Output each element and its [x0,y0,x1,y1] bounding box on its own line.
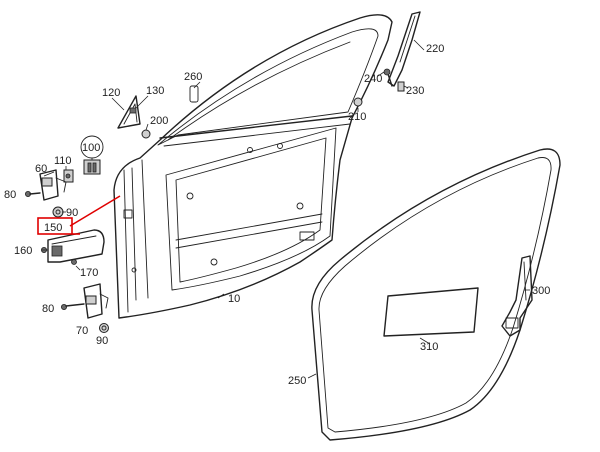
highlight-box [37,217,73,235]
bolt-part-80-lower [61,303,85,310]
label-240: 240 [364,73,382,85]
door-check-part-150 [47,229,105,263]
clip-part-230 [397,81,405,92]
highlight-150 [37,195,121,235]
label-160: 160 [14,245,32,257]
highlight-arrow [69,195,121,227]
label-110: 110 [54,155,72,167]
label-10: 10 [228,293,240,305]
label-100: 100 [82,142,100,154]
label-150: 150 [44,222,62,234]
bolt-part-80-upper [24,190,41,197]
clip-part-130 [129,107,137,114]
label-250: 250 [288,375,306,387]
label-220: 220 [426,43,444,55]
cover-part-120 [117,95,141,129]
window-panel [383,287,479,337]
plug-part-210 [353,97,363,107]
nut-part-90-lower [99,323,109,333]
screw-part-240 [383,68,393,87]
nut-part-90-upper [52,206,64,218]
label-310: 310 [420,341,438,353]
label-90-upper: 90 [66,207,78,219]
leader-lines [42,39,530,379]
plug-part-200 [141,129,151,139]
label-120: 120 [102,87,120,99]
label-80-upper: 80 [4,189,16,201]
label-170: 170 [80,267,98,279]
label-130: 130 [146,85,164,97]
label-300: 300 [532,285,550,297]
label-260: 260 [184,71,202,83]
upper-hinge-part-60 [39,169,67,201]
label-70: 70 [76,325,88,337]
lower-hinge-part-70 [83,283,109,319]
door-shell [113,14,393,319]
label-80-lower: 80 [42,303,54,315]
label-60: 60 [35,163,47,175]
plug-part-260 [189,85,199,103]
label-210: 210 [348,111,366,123]
clip-part-110 [63,169,74,183]
door-seal [311,148,561,441]
screw-part-170 [71,259,77,265]
label-90-lower: 90 [96,335,108,347]
bracket-part-300 [501,255,533,337]
label-230: 230 [406,85,424,97]
label-200: 200 [150,115,168,127]
trim-part-220 [387,11,421,87]
